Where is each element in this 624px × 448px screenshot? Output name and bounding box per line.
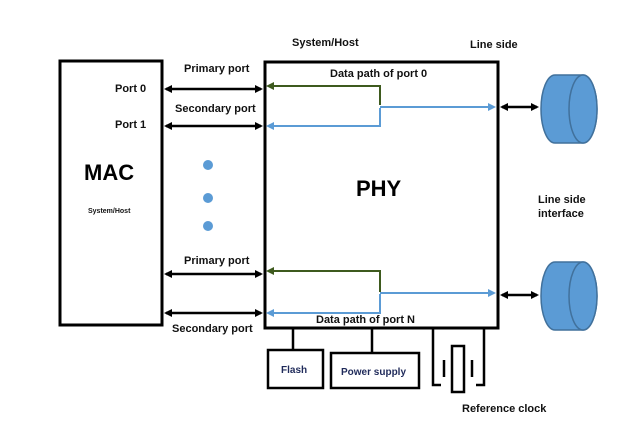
- mac-sub-label: System/Host: [88, 208, 131, 215]
- port0-green-path: [266, 82, 381, 105]
- crystal-oscillator-icon: [431, 328, 486, 394]
- port0-blue-path: [266, 108, 381, 130]
- primary-port-bottom-label: Primary port: [184, 255, 250, 267]
- mac-label: MAC: [84, 160, 134, 185]
- system-host-top-label: System/Host: [292, 37, 359, 49]
- line-side-cylinder-top: [540, 74, 598, 144]
- flash-box: [266, 348, 325, 390]
- line-side-interface-label-1: Line side: [538, 194, 586, 206]
- portN-green-path: [266, 267, 381, 292]
- power-supply-box: [329, 351, 421, 390]
- line-side-interface-label-2: interface: [538, 208, 584, 220]
- primary-port-top-label: Primary port: [184, 63, 250, 75]
- port0-label: Port 0: [115, 83, 146, 95]
- data-path-port0-label: Data path of port 0: [330, 68, 427, 80]
- line-side-cylinder-bottom: [540, 261, 598, 331]
- portN-blue-path: [266, 294, 381, 317]
- ellipsis-dot-1: [203, 160, 213, 170]
- phy-label: PHY: [356, 176, 402, 201]
- data-path-portN-label: Data path of port N: [316, 314, 415, 326]
- secondary-port-bottom-label: Secondary port: [172, 323, 253, 335]
- line-side-top-label: Line side: [470, 39, 518, 51]
- ellipsis-dot-3: [203, 221, 213, 231]
- secondary-port-top-label: Secondary port: [175, 103, 256, 115]
- port1-label: Port 1: [115, 119, 146, 131]
- mac-box: [58, 59, 164, 327]
- power-supply-label: Power supply: [341, 367, 406, 378]
- reference-clock-label: Reference clock: [462, 403, 547, 415]
- ellipsis-dot-2: [203, 193, 213, 203]
- flash-label: Flash: [281, 365, 307, 376]
